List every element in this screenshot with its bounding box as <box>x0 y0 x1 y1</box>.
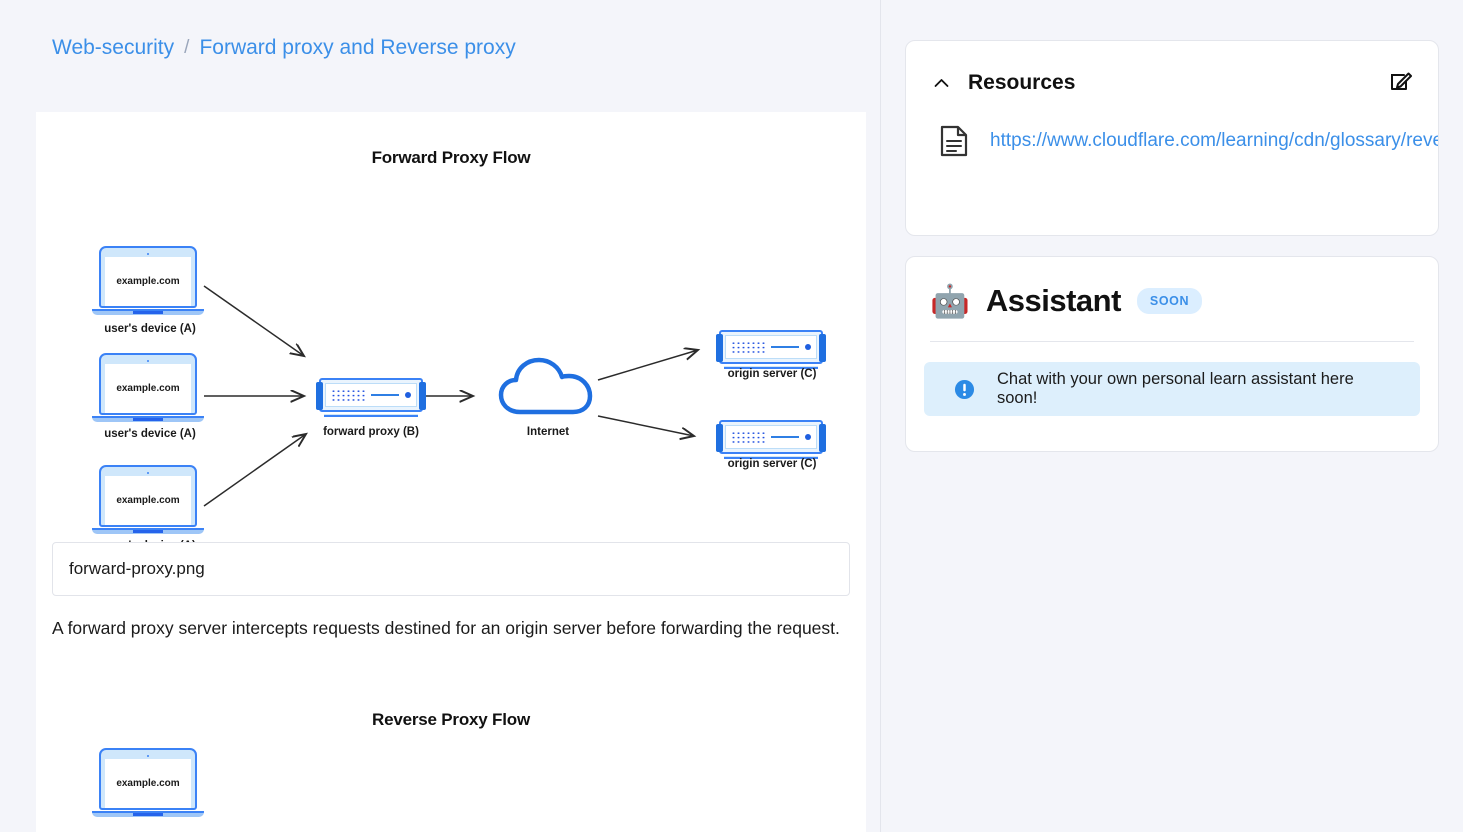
laptop-base <box>92 528 204 534</box>
resource-list-item[interactable]: https://www.cloudflare.com/learning/cdn/… <box>906 95 1438 157</box>
breadcrumb-parent-link[interactable]: Web-security <box>52 36 175 59</box>
server-body <box>716 420 826 454</box>
status-badge-soon: SOON <box>1136 288 1203 314</box>
laptop-camera-icon <box>147 360 149 362</box>
server-led-icon <box>805 434 811 440</box>
server-base <box>724 366 818 369</box>
breadcrumb-current-link[interactable]: Forward proxy and Reverse proxy <box>199 36 516 59</box>
node-origin-server-1 <box>716 330 826 369</box>
content-column: Web-security / Forward proxy and Reverse… <box>36 36 866 832</box>
node-label-user-device-2: user's device (A) <box>104 428 196 440</box>
resources-card: Resources <box>905 40 1439 236</box>
node-origin-server-2 <box>716 420 826 459</box>
figure1-title: Forward Proxy Flow <box>371 148 531 167</box>
figure1-caption-input[interactable]: forward-proxy.png <box>52 542 850 596</box>
node-label-internet: Internet <box>526 426 570 438</box>
server-base <box>324 414 418 417</box>
edit-pencil-glyph <box>1391 72 1412 90</box>
server-base <box>724 456 818 459</box>
server-vents-icon <box>731 430 765 444</box>
figure2-title: Reverse Proxy Flow <box>372 710 530 729</box>
server-bar <box>371 394 399 396</box>
server-led-icon <box>405 392 411 398</box>
laptop-camera-icon <box>147 253 149 255</box>
forward-proxy-diagram: example.com user's device (A) example.co… <box>36 168 866 568</box>
laptop-screen-text-3: example.com <box>105 476 191 525</box>
chevron-up-glyph <box>934 79 948 87</box>
assistant-header: 🤖 Assistant SOON <box>906 257 1438 319</box>
chevron-up-icon[interactable] <box>930 72 952 94</box>
node-label-origin-server-1: origin server (C) <box>727 368 817 380</box>
resources-title: Resources <box>968 71 1076 94</box>
node-user-device-1: example.com <box>92 246 204 315</box>
server-ear-right <box>419 382 426 410</box>
node-label-user-device-1: user's device (A) <box>104 323 196 335</box>
laptop-lid: example.com <box>99 748 197 810</box>
laptop-screen-text-1: example.com <box>105 257 191 306</box>
document-icon <box>940 125 968 157</box>
server-vents-icon <box>331 388 365 402</box>
server-ear-left <box>716 424 723 452</box>
info-exclamation-icon <box>954 379 975 399</box>
server-ear-left <box>716 334 723 362</box>
laptop-lid: example.com <box>99 246 197 308</box>
server-face <box>325 383 417 407</box>
laptop-camera-icon <box>147 472 149 474</box>
laptop-base <box>92 309 204 315</box>
server-ear-left <box>316 382 323 410</box>
node-forward-proxy <box>316 378 426 417</box>
column-divider <box>880 0 881 832</box>
sidebar: Resources <box>881 0 1463 832</box>
assistant-card: 🤖 Assistant SOON Chat with your own pers… <box>905 256 1439 452</box>
assistant-divider <box>930 341 1414 342</box>
reverse-proxy-diagram: example.com <box>36 730 866 832</box>
server-ear-right <box>819 334 826 362</box>
laptop-lid: example.com <box>99 465 197 527</box>
server-vents-icon <box>731 340 765 354</box>
laptop-base <box>92 416 204 422</box>
server-bar <box>771 436 799 438</box>
assistant-alert-text: Chat with your own personal learn assist… <box>997 370 1354 407</box>
robot-emoji-icon: 🤖 <box>930 283 970 319</box>
server-body <box>716 330 826 364</box>
node-internet-cloud <box>498 356 598 423</box>
figure-forward-proxy: Forward Proxy Flow <box>36 112 866 638</box>
laptop-screen-text-2: example.com <box>105 364 191 413</box>
server-ear-right <box>819 424 826 452</box>
node-user-device-reverse-1: example.com <box>92 748 204 817</box>
node-user-device-3: example.com <box>92 465 204 534</box>
laptop-screen-text-reverse: example.com <box>105 759 191 808</box>
server-body <box>316 378 426 412</box>
assistant-title: Assistant <box>985 283 1122 318</box>
laptop-lid: example.com <box>99 353 197 415</box>
breadcrumb: Web-security / Forward proxy and Reverse… <box>52 36 516 60</box>
breadcrumb-separator: / <box>184 37 190 58</box>
resource-link[interactable]: https://www.cloudflare.com/learning/cdn/… <box>990 130 1438 151</box>
laptop-base <box>92 811 204 817</box>
document-panel: Forward Proxy Flow <box>36 112 866 832</box>
server-led-icon <box>805 344 811 350</box>
body-paragraph: A forward proxy server intercepts reques… <box>52 618 840 638</box>
server-face <box>725 425 817 449</box>
server-face <box>725 335 817 359</box>
laptop-camera-icon <box>147 755 149 757</box>
node-label-forward-proxy: forward proxy (B) <box>323 426 419 438</box>
figure-reverse-proxy: Reverse Proxy Flow example.com <box>36 710 866 832</box>
node-user-device-2: example.com <box>92 353 204 422</box>
resources-header: Resources <box>906 41 1438 95</box>
node-label-origin-server-2: origin server (C) <box>727 458 817 470</box>
assistant-info-alert: Chat with your own personal learn assist… <box>924 362 1420 416</box>
cloud-icon <box>498 357 593 415</box>
server-bar <box>771 346 799 348</box>
edit-pencil-icon[interactable] <box>1388 67 1414 93</box>
